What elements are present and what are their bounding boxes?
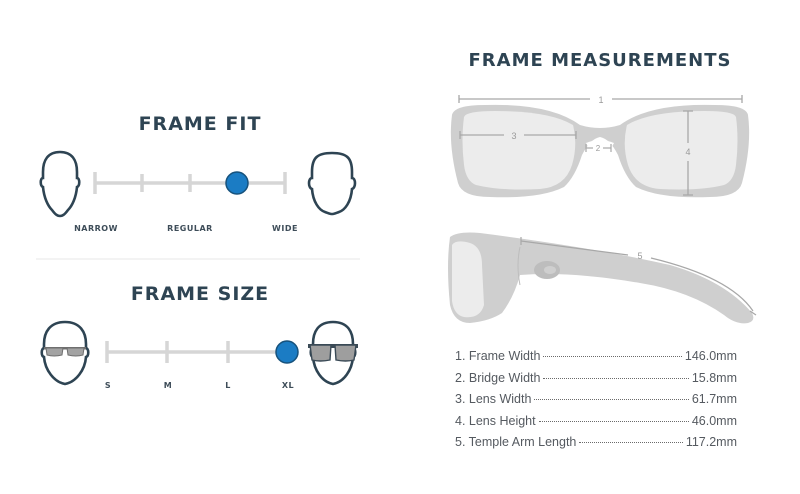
head-large-glasses-icon [308, 320, 358, 386]
frame-measurements-title: FRAME MEASUREMENTS [468, 50, 732, 71]
fit-label-narrow: NARROW [74, 224, 118, 233]
leader-dots [543, 356, 682, 357]
fit-label-regular: REGULAR [167, 224, 213, 233]
size-label-s: S [104, 381, 112, 390]
measurement-value: 117.2mm [685, 435, 737, 449]
leader-dots [538, 421, 689, 422]
measurement-value: 15.8mm [691, 371, 737, 385]
leader-dots [579, 442, 683, 443]
glasses-front-diagram: 1 3 2 4 [450, 95, 750, 198]
measurement-row-temple-arm-length: 5. Temple Arm Length 117.2mm [455, 435, 737, 451]
svg-text:4: 4 [685, 147, 690, 157]
section-divider [36, 258, 360, 260]
size-label-m: M [163, 381, 173, 390]
measurement-value: 61.7mm [691, 392, 737, 406]
narrow-face-icon [39, 150, 81, 218]
svg-text:2: 2 [596, 144, 601, 153]
measurement-row-frame-width: 1. Frame Width 146.0mm [455, 349, 737, 365]
wide-face-icon [307, 151, 357, 216]
measurement-label: 4. Lens Height [455, 414, 536, 428]
svg-text:1: 1 [598, 95, 603, 105]
size-label-l: L [225, 381, 231, 390]
fit-label-wide: WIDE [272, 224, 298, 233]
measurement-value: 146.0mm [684, 349, 737, 363]
frame-fit-title: FRAME FIT [138, 113, 262, 135]
svg-text:3: 3 [511, 131, 516, 141]
measurement-value: 46.0mm [691, 414, 737, 428]
measurement-row-lens-height: 4. Lens Height 46.0mm [455, 414, 737, 430]
frame-size-selected-dot [275, 340, 299, 364]
head-small-glasses-icon [40, 320, 90, 386]
measurement-row-lens-width: 3. Lens Width 61.7mm [455, 392, 737, 408]
leader-dots [534, 399, 689, 400]
measurement-label: 2. Bridge Width [455, 371, 541, 385]
glasses-side-diagram: 5 [448, 232, 757, 324]
frame-size-title: FRAME SIZE [130, 283, 270, 305]
measurement-label: 1. Frame Width [455, 349, 541, 363]
svg-text:5: 5 [637, 251, 642, 261]
measurement-row-bridge-width: 2. Bridge Width 15.8mm [455, 371, 737, 387]
size-label-xl: XL [281, 381, 295, 390]
measurement-label: 3. Lens Width [455, 392, 532, 406]
frame-fit-slider[interactable] [90, 168, 290, 198]
frame-fit-selected-dot [225, 171, 249, 195]
measurement-label: 5. Temple Arm Length [455, 435, 577, 449]
frame-size-slider[interactable] [102, 338, 302, 368]
leader-dots [543, 378, 689, 379]
